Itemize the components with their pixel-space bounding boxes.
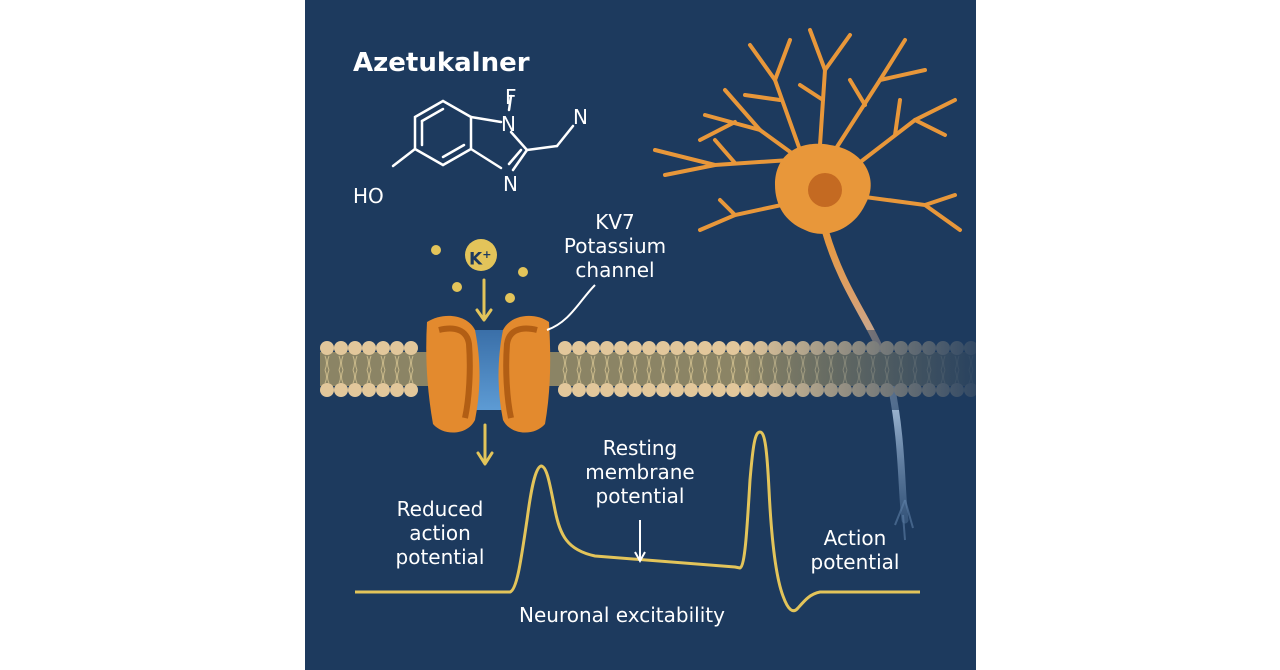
chemical-structure — [391, 94, 575, 172]
neuron-nucleus — [808, 173, 842, 207]
flow-arrows — [475, 278, 494, 466]
channel-label-line1: KV7 — [595, 210, 635, 234]
ion-dot — [518, 267, 528, 277]
reduced-line3: potential — [395, 545, 485, 569]
resting-line1: Resting — [602, 436, 678, 460]
resting-line3: potential — [595, 484, 685, 508]
resting-pointer — [634, 520, 646, 564]
ion-label: K+ — [469, 243, 491, 272]
diagram-panel: Azetukalner F N N N HO K+ KV7 Potassium … — [305, 0, 976, 670]
channel-callout-line — [546, 284, 596, 331]
atom-f: F — [505, 85, 517, 109]
arrow-out-head — [476, 451, 494, 466]
action-line1: Action — [823, 526, 887, 550]
atom-n3: N — [573, 105, 588, 129]
membrane-potential-trace — [355, 430, 920, 613]
ion-charge: + — [482, 248, 492, 261]
atom-ho: HO — [353, 184, 384, 208]
channel-label-line3: channel — [575, 258, 655, 282]
ion-dot — [431, 245, 441, 255]
reduced-line2: action — [409, 521, 471, 545]
resting-line2: membrane — [585, 460, 695, 484]
action-potential-label: Action potential — [795, 526, 915, 574]
neuron — [653, 28, 962, 541]
reduced-action-potential-label: Reduced action potential — [385, 497, 495, 569]
arrow-in-head — [475, 308, 493, 322]
compound-name: Azetukalner — [353, 48, 530, 78]
reduced-line1: Reduced — [396, 497, 484, 521]
neuronal-excitability-caption: Neuronal excitability — [519, 603, 725, 627]
atom-n1: N — [501, 112, 516, 136]
membrane-fade — [305, 330, 976, 410]
resting-potential-label: Resting membrane potential — [575, 436, 705, 508]
diagram-graphics — [305, 28, 976, 613]
ion-k-plus — [465, 239, 497, 271]
atom-n2: N — [503, 172, 518, 196]
action-line2: potential — [810, 550, 900, 574]
axon-terminals — [894, 499, 914, 541]
ion-dot — [452, 282, 462, 292]
lipid-membrane — [305, 330, 976, 410]
ion-element: K — [469, 249, 483, 270]
ion-dot — [505, 293, 515, 303]
channel-label: KV7 Potassium channel — [550, 210, 680, 282]
potassium-ions — [431, 239, 528, 303]
kv7-channel — [426, 284, 596, 433]
channel-label-line2: Potassium — [563, 234, 667, 258]
